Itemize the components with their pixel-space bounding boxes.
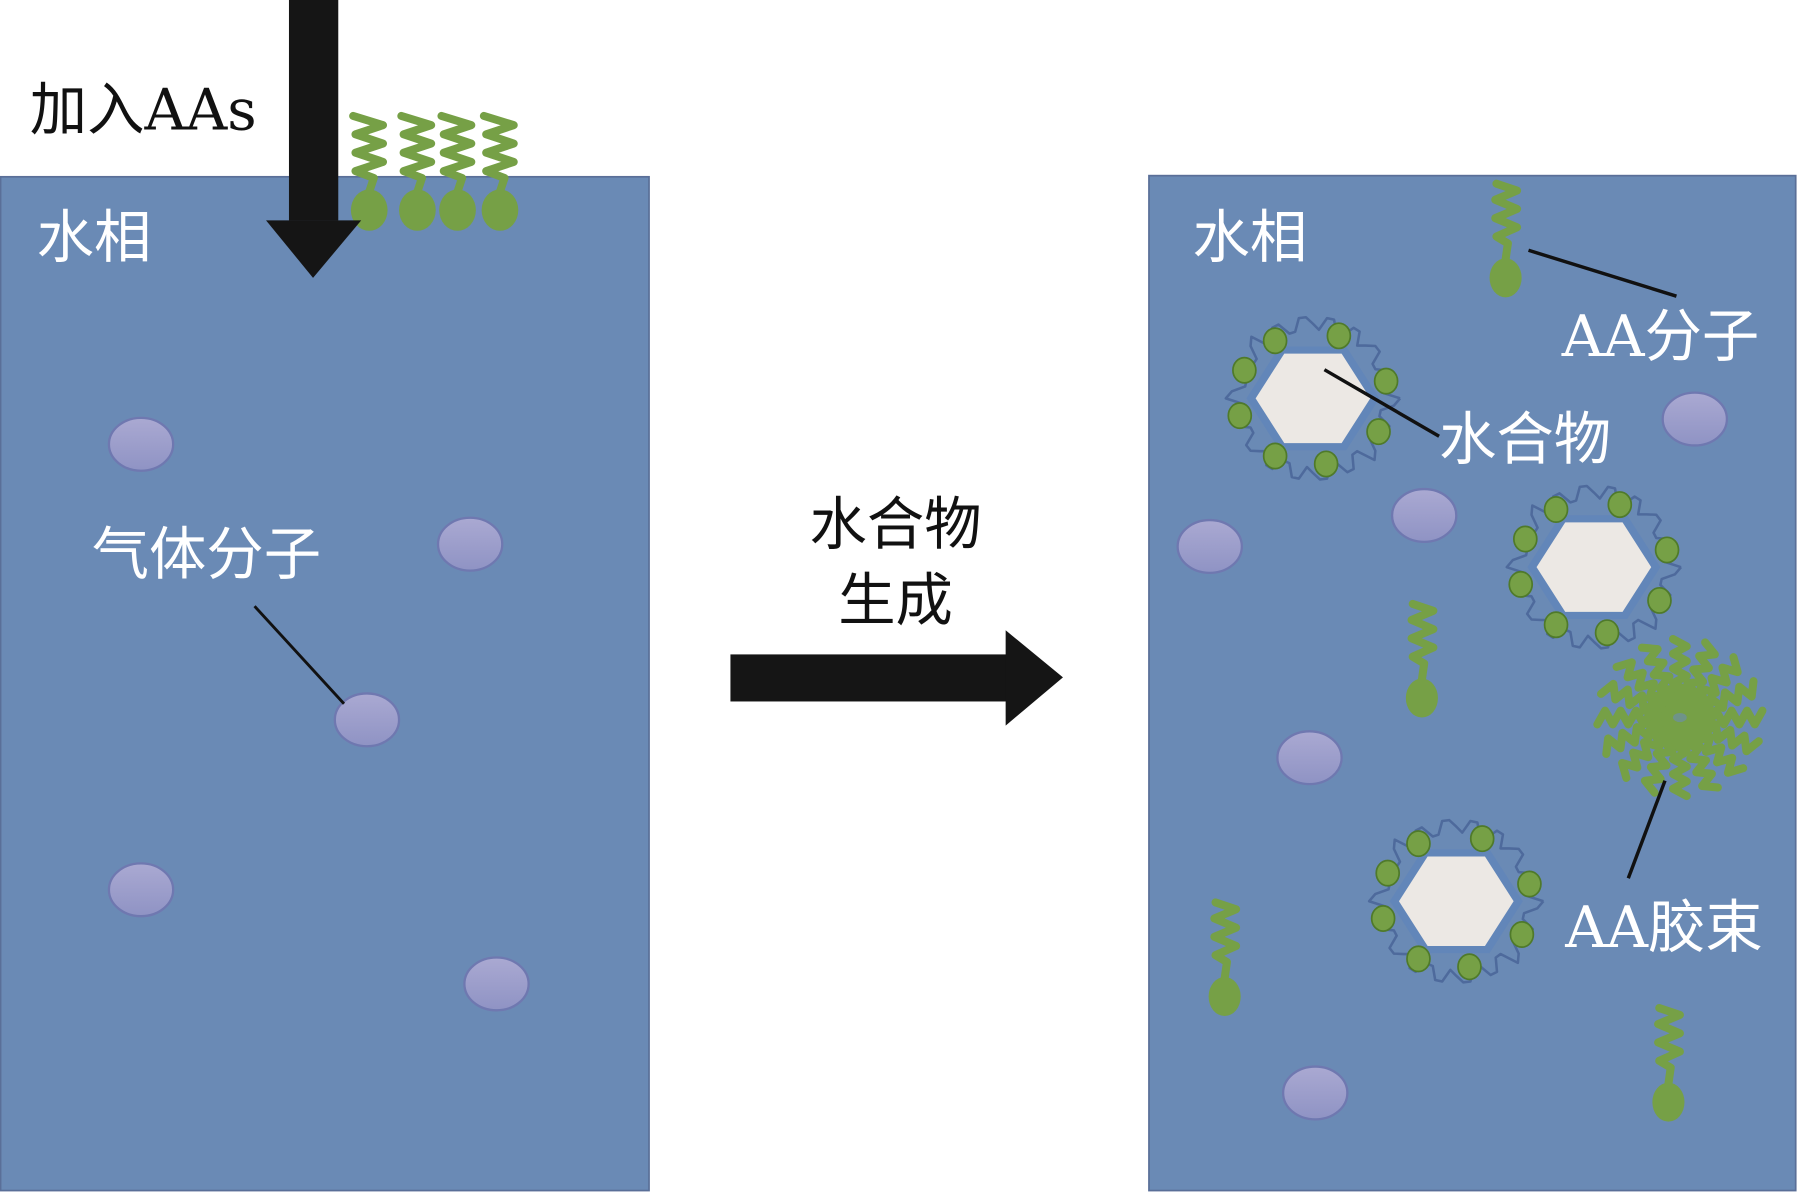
- hydrate-crystal: [1398, 856, 1514, 947]
- aa-tail-shell: [1505, 484, 1682, 650]
- aa-tail-shell: [1367, 818, 1545, 984]
- aa-head: [1607, 491, 1633, 519]
- micelle-arm: [1640, 734, 1683, 797]
- aa-head: [1509, 921, 1535, 949]
- process-arrow-right: [730, 630, 1063, 726]
- gas-molecules-right: [1176, 391, 1729, 1121]
- aa-head: [1313, 450, 1339, 478]
- aa-head: [1469, 825, 1495, 853]
- surface-aa-molecule: [399, 116, 436, 231]
- micelle-arm: [1593, 706, 1664, 729]
- aa-head: [1457, 953, 1482, 981]
- aa-head: [1366, 418, 1391, 446]
- aa-head: [1654, 536, 1680, 564]
- aa-molecule-label: AA分子: [1561, 303, 1759, 370]
- gas-molecule-label: 气体分子: [92, 521, 321, 588]
- aa-molecule-pointer: [1528, 248, 1677, 298]
- micelle-arm: [1685, 653, 1742, 708]
- surface-aa-molecule: [439, 116, 476, 231]
- aa-head: [1370, 904, 1396, 932]
- micelle-arm: [1697, 714, 1763, 756]
- micelle-pointer: [1626, 780, 1667, 879]
- gas-molecule: [436, 516, 504, 572]
- aa-head: [1375, 859, 1401, 887]
- micelle-arm: [1612, 658, 1669, 713]
- aa-head: [1594, 619, 1620, 647]
- gas-molecule: [107, 416, 175, 472]
- micelle-shape: [1593, 635, 1767, 801]
- hydrate-particle: [1505, 484, 1682, 650]
- add-aas-label: 加入AAs: [30, 77, 257, 144]
- micelle-arm: [1692, 677, 1758, 718]
- hydrate-particles: [1224, 315, 1682, 984]
- transition: 水合物 生成: [730, 491, 1063, 726]
- gas-molecules-left: [107, 416, 530, 1012]
- micelle-arm: [1696, 706, 1767, 729]
- gas-molecule: [1281, 1065, 1349, 1121]
- micelle-arm: [1691, 722, 1748, 777]
- gas-molecule: [333, 692, 401, 748]
- aa-head: [1262, 327, 1288, 355]
- right-panel: 水相 AA分子 水合物 AA胶束: [1148, 174, 1797, 1192]
- micelle-arm: [1668, 733, 1691, 801]
- aa-head: [1326, 322, 1352, 350]
- micelle-arm: [1596, 679, 1663, 721]
- surface-aa-molecules: [351, 116, 518, 231]
- transition-label-line2: 生成: [838, 567, 953, 634]
- hydrate-label: 水合物: [1439, 406, 1611, 473]
- aa-head: [1647, 586, 1672, 614]
- transition-label-line1: 水合物: [810, 491, 982, 558]
- aa-head: [1543, 611, 1569, 639]
- aa-head: [1512, 525, 1538, 553]
- micelle-arm: [1680, 729, 1722, 792]
- gas-molecule: [463, 956, 530, 1012]
- surface-aa-molecule: [482, 116, 519, 231]
- hydrate-particle: [1224, 315, 1402, 481]
- water-phase-label-left: 水相: [37, 204, 152, 271]
- hydrate-particle: [1367, 818, 1545, 984]
- gas-molecule: [1390, 487, 1458, 544]
- micelle-arm: [1668, 635, 1691, 702]
- micelle-arm: [1637, 643, 1680, 707]
- aa-head: [1227, 402, 1253, 430]
- aa-head: [1508, 570, 1534, 598]
- aa-tail-shell: [1224, 315, 1402, 481]
- gas-molecule: [1661, 391, 1729, 447]
- micelle-arm: [1677, 638, 1719, 701]
- aa-head: [1517, 870, 1542, 898]
- aa-head: [1262, 442, 1288, 470]
- water-phase-label-right: 水相: [1193, 204, 1308, 271]
- surface-aa-molecule: [351, 116, 388, 231]
- gas-molecule: [107, 862, 175, 918]
- aa-head: [1232, 356, 1257, 384]
- aa-head: [1406, 830, 1431, 858]
- left-panel: 加入AAs 水相 气体分子: [0, 0, 650, 1192]
- aa-head: [1543, 496, 1569, 524]
- aa-head: [1373, 367, 1399, 395]
- micelle-arm: [1618, 727, 1675, 782]
- aa-head: [1406, 945, 1431, 973]
- gas-molecule: [1276, 730, 1343, 786]
- gas-molecule: [1176, 518, 1244, 575]
- hydrate-crystal: [1536, 522, 1652, 612]
- gas-molecule-pointer: [253, 605, 346, 705]
- add-arrow-down: [266, 0, 362, 278]
- hydrate-crystal: [1255, 353, 1371, 444]
- micelle-label: AA胶束: [1564, 894, 1762, 961]
- hydrate-pointer: [1323, 368, 1440, 438]
- micelle-arm: [1602, 717, 1668, 758]
- aa-micelle: [1593, 635, 1767, 801]
